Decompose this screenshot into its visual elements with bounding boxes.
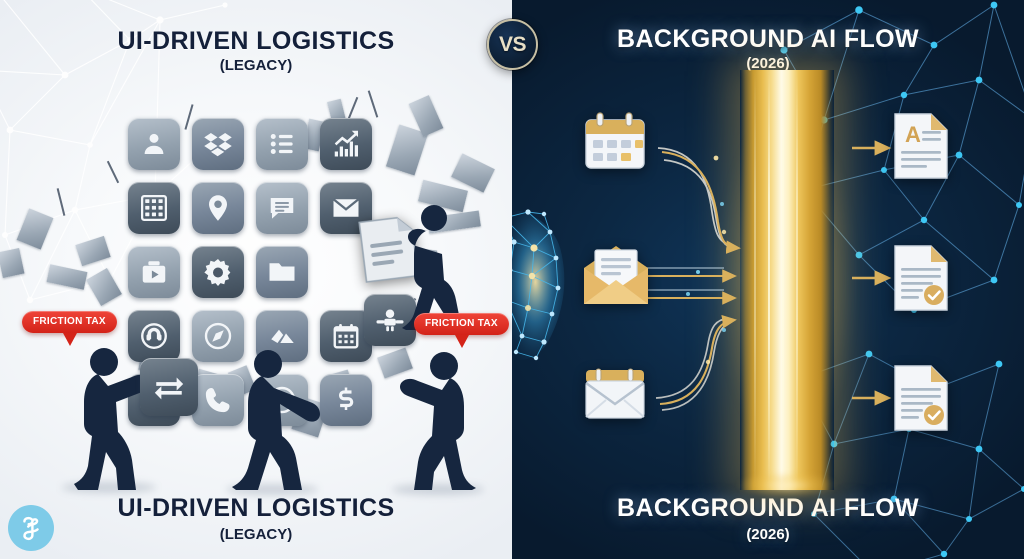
folder-icon[interactable] (256, 246, 308, 298)
debris-streak (56, 188, 66, 216)
versus-badge: VS (487, 19, 538, 70)
golden-light-pillar (712, 50, 862, 510)
friction-tax-badge-left: FRICTION TAX (22, 311, 117, 346)
robot-bot-icon[interactable] (364, 294, 416, 346)
pillar-streak (796, 70, 798, 490)
brand-glyph-icon (23, 516, 39, 541)
worker-pushing-tile-right (388, 344, 494, 490)
right-panel-background-ai-flow: BACKGROUND AI FLOW (2026) (512, 0, 1024, 559)
spreadsheet-grid-icon[interactable] (128, 182, 180, 234)
right-footer-subtitle: (2026) (746, 526, 790, 543)
legacy-app-icon-grid (128, 118, 388, 426)
task-list-icon[interactable] (256, 118, 308, 170)
worker-carrying-document (398, 200, 474, 330)
friction-tax-badge-right: FRICTION TAX (414, 313, 509, 348)
debris-shard (46, 264, 88, 290)
envelope-icon[interactable] (584, 368, 646, 425)
document-approved-icon[interactable] (892, 364, 950, 437)
pillar-streak (782, 70, 784, 490)
left-panel-ui-driven-logistics: UI-DRIVEN LOGISTICS (LEGACY) (0, 0, 512, 559)
ai-brain-network-icon (512, 209, 565, 361)
compass-icon[interactable] (192, 310, 244, 362)
document-letter-a-icon[interactable]: A (892, 112, 950, 185)
debris-streak (106, 160, 120, 184)
debris-shard (0, 247, 25, 279)
pillar-base-glow (720, 470, 854, 504)
svg-text:A: A (905, 122, 921, 147)
versus-label: VS (498, 32, 527, 56)
carried-document (358, 215, 420, 288)
left-heading-title: UI-DRIVEN LOGISTICS (117, 27, 395, 55)
figure-shadow (62, 482, 156, 493)
calendar-icon[interactable] (320, 310, 372, 362)
debris-streak (367, 90, 379, 118)
gear-icon[interactable] (192, 246, 244, 298)
left-heading: UI-DRIVEN LOGISTICS (LEGACY) (0, 27, 512, 75)
debris-shard (86, 268, 122, 306)
worker-pushing-tile-left (60, 340, 172, 490)
document-approved-icon[interactable] (892, 244, 950, 317)
dollar-currency-icon[interactable] (320, 374, 372, 426)
bar-chart-icon[interactable] (320, 118, 372, 170)
right-heading-title: BACKGROUND AI FLOW (616, 25, 920, 53)
figure-shadow (226, 484, 318, 495)
worker-walking-center (222, 344, 330, 490)
debris-shard (451, 153, 495, 193)
pillar-streak (754, 70, 756, 490)
left-heading-subtitle: (LEGACY) (219, 57, 293, 75)
debris-shard (75, 235, 111, 267)
right-heading: BACKGROUND AI FLOW (2026) (512, 25, 1024, 73)
pushed-sync-tile[interactable] (140, 358, 198, 416)
left-footer: UI-DRIVEN LOGISTICS (LEGACY) (0, 494, 512, 543)
pillar-streak (768, 70, 770, 490)
figure-shadow (392, 484, 484, 495)
map-pin-icon[interactable] (192, 182, 244, 234)
headset-support-icon[interactable] (128, 310, 180, 362)
left-footer-title: UI-DRIVEN LOGISTICS (117, 494, 395, 522)
left-footer-subtitle: (LEGACY) (219, 526, 293, 543)
chat-bubble-icon[interactable] (256, 182, 308, 234)
phone-icon[interactable] (192, 374, 244, 426)
debris-shard (16, 208, 54, 250)
calendar-icon[interactable] (584, 112, 646, 175)
dropbox-icon[interactable] (192, 118, 244, 170)
open-envelope-icon[interactable] (582, 244, 650, 311)
right-heading-subtitle: (2026) (512, 55, 1024, 72)
media-player-icon[interactable] (128, 246, 180, 298)
contacts-icon[interactable] (128, 118, 180, 170)
brand-logo[interactable] (8, 505, 54, 551)
